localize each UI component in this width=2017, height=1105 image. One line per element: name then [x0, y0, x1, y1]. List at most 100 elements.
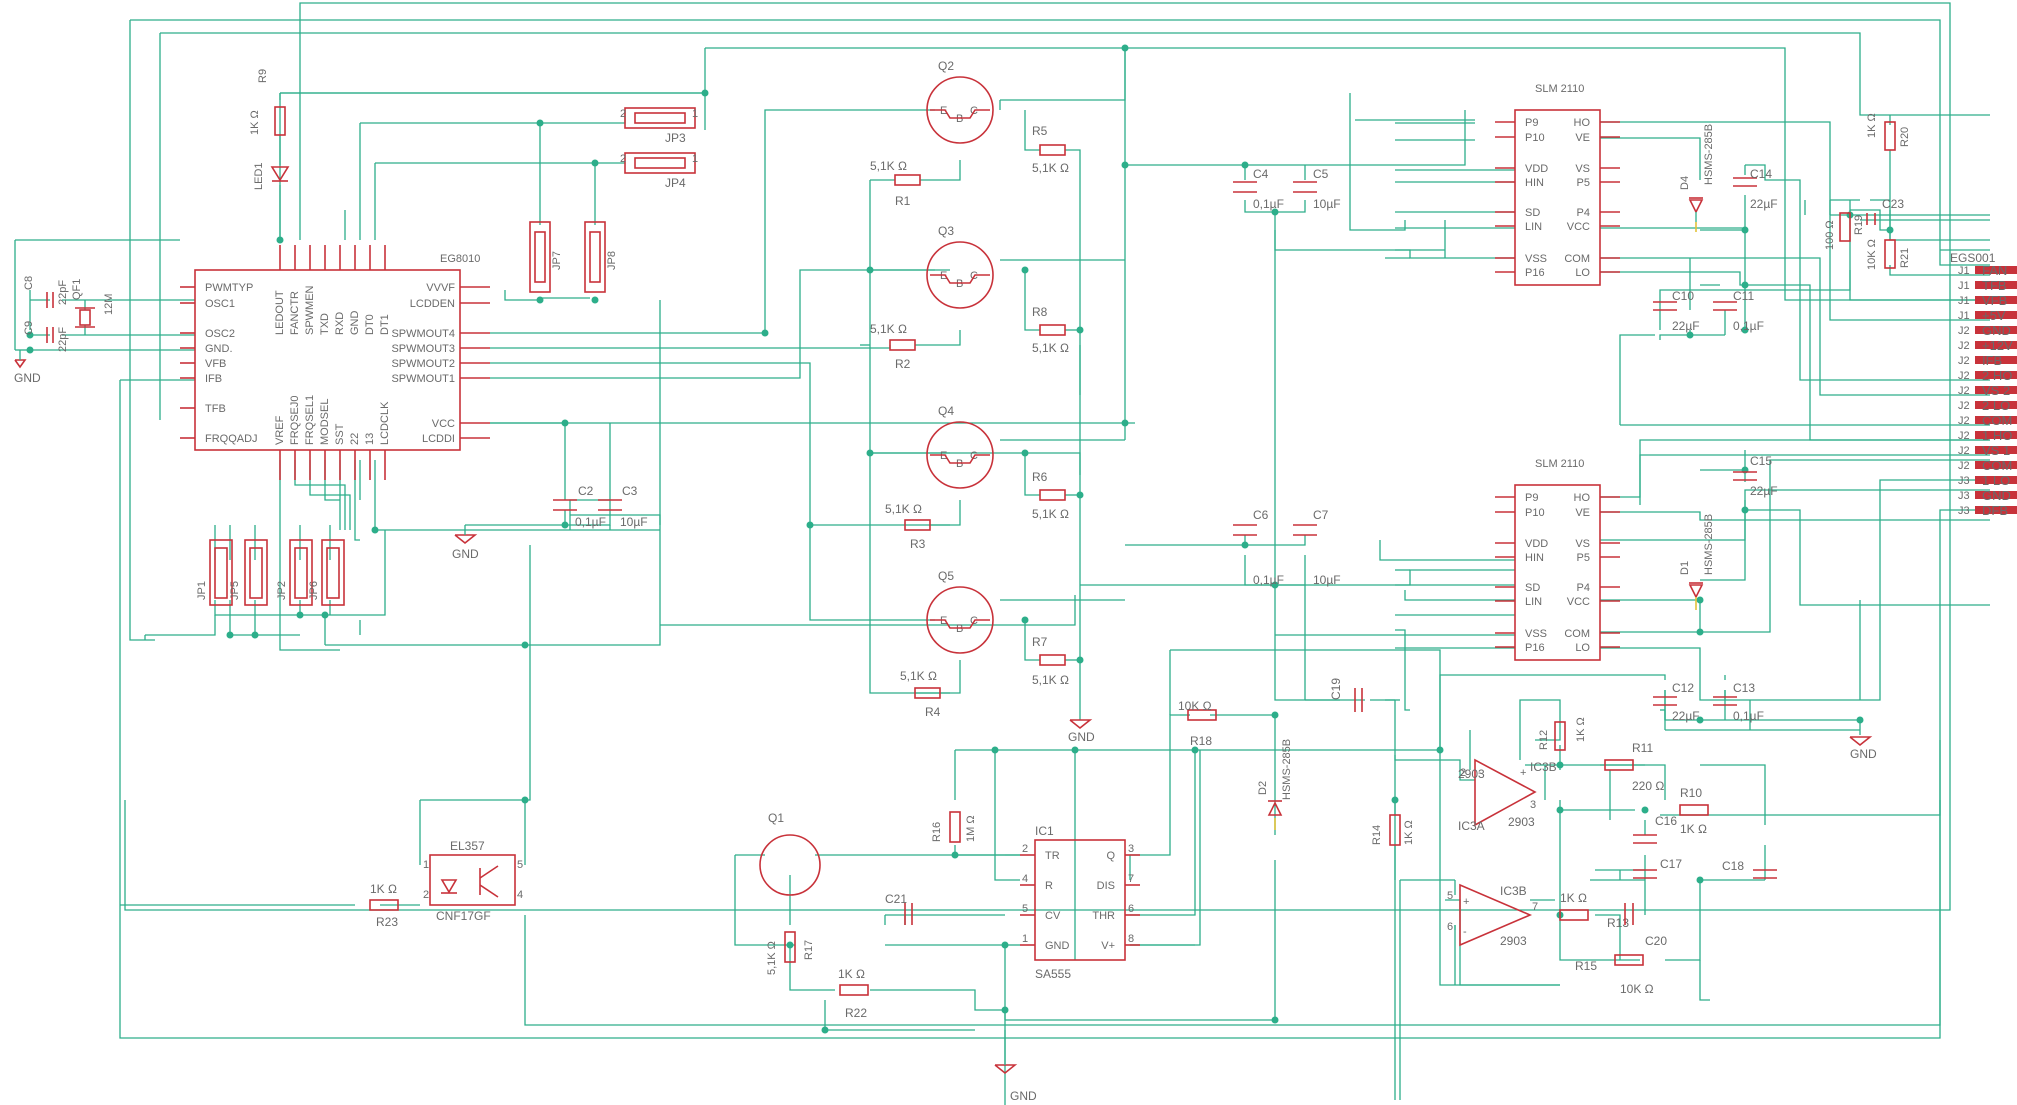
r10-value: 1K Ω	[1680, 822, 1707, 836]
sa555-pin-right: Q	[1106, 850, 1115, 862]
slm-pin-right: HO	[1574, 492, 1591, 504]
transistor-pin-b: B	[956, 278, 963, 290]
r21-value: 10K Ω	[1866, 239, 1878, 270]
eg8010-pin-right: VCC	[432, 418, 455, 430]
jp3-label: JP3	[665, 131, 686, 145]
gnd-label-osc: GND	[14, 371, 41, 385]
gnd-label-555: GND	[1010, 1089, 1037, 1103]
r5-label: R5	[1032, 124, 1048, 138]
r2-value: 5,1K Ω	[870, 322, 907, 336]
c11-value: 0,1µF	[1733, 319, 1764, 333]
svg-text:1: 1	[423, 859, 429, 871]
slm-pin-right: VS	[1575, 538, 1590, 550]
sa555-pin-num: 1	[1022, 933, 1028, 945]
c14-label: C14	[1750, 167, 1772, 181]
c17-label: C17	[1660, 857, 1682, 871]
transistor-label: Q5	[938, 569, 954, 583]
c23-label: C23	[1882, 197, 1904, 211]
connector-pin-label: 1 HO	[1982, 428, 2012, 443]
c7-value: 10µF	[1313, 573, 1341, 587]
c13-value: 0,1µF	[1733, 709, 1764, 723]
svg-text:2: 2	[620, 108, 626, 120]
connector-pin-label: GND	[1982, 323, 2011, 338]
r19-r21: 1K Ω R20 100 Ω R19 C23 10K Ω R21	[1824, 113, 1911, 270]
connector-pin-num: J2	[1958, 430, 1970, 442]
connector-pin	[1975, 476, 2017, 484]
svg-text:7: 7	[1532, 901, 1538, 913]
d2-value: HSMS-285B	[1281, 739, 1293, 800]
c4-label: C4	[1253, 167, 1269, 181]
jp4-label: JP4	[665, 176, 686, 190]
c9-label: C9	[23, 321, 35, 335]
slm-pin-left: P16	[1525, 642, 1545, 654]
transistor-label: Q2	[938, 59, 954, 73]
eg8010-pin-right: LCDDEN	[410, 298, 455, 310]
r19-label: R19	[1853, 215, 1865, 235]
r13-label: R13	[1607, 916, 1629, 930]
c15-label: C15	[1750, 454, 1772, 468]
connector-pin-label: VFB	[1982, 293, 2007, 308]
transistor-q2	[926, 76, 994, 144]
c8-value: 22pF	[57, 280, 69, 305]
ic3-passives: R12 1K Ω R11 220 Ω R10 1K Ω C16 C17 C18 …	[1371, 717, 1777, 996]
op2903-a: 2903	[1458, 767, 1485, 781]
c2-label: C2	[578, 484, 594, 498]
r23-value: 1K Ω	[370, 882, 397, 896]
gnd-label-q: GND	[1068, 730, 1095, 744]
transistor-pin-b: B	[956, 623, 963, 635]
r22-label: R22	[845, 1006, 867, 1020]
connector-pin	[1975, 296, 2017, 304]
r20-label: R20	[1899, 127, 1911, 147]
r3-value: 5,1K Ω	[885, 502, 922, 516]
svg-text:1: 1	[692, 108, 698, 120]
op2903-c: 2903	[1500, 934, 1527, 948]
svg-text:5: 5	[1447, 890, 1453, 902]
eg8010-pin-top: LEDOUT	[274, 290, 286, 335]
ic3a-label: IC3A	[1458, 819, 1485, 833]
connector-pin-label: 1 LO	[1982, 473, 2010, 488]
transistor-pin-b: B	[956, 113, 963, 125]
d1-label: D1	[1679, 561, 1691, 575]
eg8010-pin-top: GND	[349, 311, 361, 336]
connector-pin-num: J3	[1958, 505, 1970, 517]
ic1-label: IC1	[1035, 824, 1054, 838]
r12-value: 1K Ω	[1575, 717, 1587, 742]
connector-pin-label: COM	[1982, 458, 2012, 473]
c18-label: C18	[1722, 859, 1744, 873]
transistor-pin-e: E	[940, 105, 947, 117]
c9-value: 22pF	[57, 327, 69, 352]
diodes-d1-d4: D4 HSMS-285B D1 HSMS-285B	[1679, 124, 1715, 610]
eg8010-pin-right: LCDDI	[422, 433, 455, 445]
slm2110-bottom: SLM 2110 P9P10VDDHINSDLINVSSP16HOVEVSP5P…	[1495, 458, 1620, 661]
slm-pin-left: P16	[1525, 267, 1545, 279]
c15-value: 22µF	[1750, 484, 1778, 498]
connector-pin-label: +12V	[1982, 338, 2013, 353]
jp8-label: JP8	[606, 251, 618, 270]
connector-pin-num: J2	[1958, 460, 1970, 472]
connector-pin-num: J1	[1958, 310, 1970, 322]
sa555-pin-num: 5	[1022, 903, 1028, 915]
eg8010-pin-bottom: SST	[334, 423, 346, 445]
eg8010-pin-left: PWMTYP	[205, 282, 253, 294]
connector-pin	[1975, 266, 2017, 274]
sa555-pin-right: V+	[1101, 940, 1115, 952]
slm-pin-right: VE	[1575, 507, 1590, 519]
jp6-label: JP6	[308, 581, 320, 600]
eg8010-pin-bottom: VREF	[274, 415, 286, 445]
r2-label: R2	[895, 357, 911, 371]
r7-value: 5,1K Ω	[1032, 673, 1069, 687]
sa555-pin-left: R	[1045, 880, 1053, 892]
ic3-opamps: -+ IC3B 23 2903 IC3A 2903 +- 567 IC3B 29…	[1447, 758, 1557, 948]
slm-pin-left: SD	[1525, 582, 1540, 594]
eg8010-pin-left: TFB	[205, 403, 226, 415]
svg-text:4: 4	[517, 889, 523, 901]
sa555-label: SA555	[1035, 967, 1071, 981]
transistor-pin-e: E	[940, 615, 947, 627]
connector-pin-label: VS 2	[1982, 383, 2010, 398]
sa555-pin-num: 8	[1128, 933, 1134, 945]
c5-value: 10µF	[1313, 197, 1341, 211]
r14-value: 1K Ω	[1403, 820, 1415, 845]
connector-pin-num: J2	[1958, 415, 1970, 427]
